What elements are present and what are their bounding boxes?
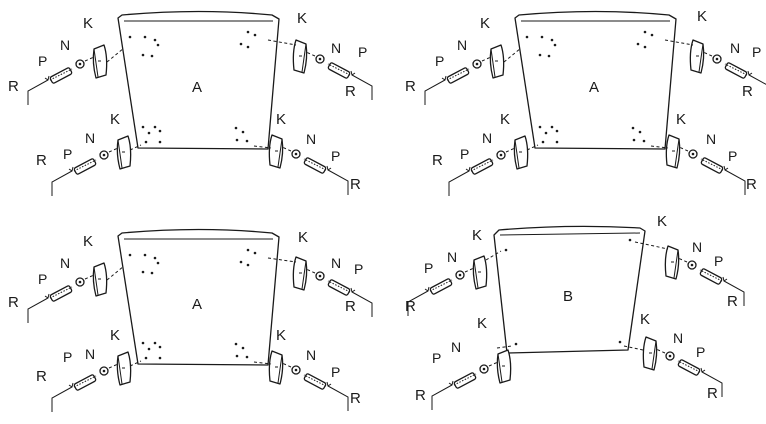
body-label: A	[589, 79, 599, 96]
label-r: R	[36, 368, 47, 385]
label-k: K	[83, 233, 93, 250]
label-k: K	[83, 15, 93, 32]
hardware-front-right: K N P R	[267, 229, 373, 318]
panel-top-right: A K N P R K N P R K N P R K	[405, 8, 766, 197]
hardware-rear-right: K N P R	[253, 111, 361, 196]
label-n: N	[692, 239, 702, 255]
label-p: P	[752, 44, 761, 60]
label-k: K	[480, 15, 490, 32]
label-p: P	[331, 148, 340, 164]
label-r: R	[405, 78, 416, 95]
label-r: R	[345, 83, 356, 100]
mounting-holes	[504, 238, 632, 346]
hardware-front-right: K N P R	[634, 213, 745, 310]
hardware-front-left: K N P R	[8, 15, 125, 106]
label-p: P	[63, 349, 72, 365]
label-n: N	[730, 40, 740, 56]
body-label: A	[192, 79, 202, 96]
label-p: P	[358, 44, 367, 60]
body-label: B	[563, 288, 573, 305]
label-n: N	[85, 130, 95, 146]
label-r: R	[746, 176, 757, 193]
hardware-front-left: K N P R	[8, 233, 125, 324]
label-k: K	[298, 229, 308, 246]
label-k: K	[477, 315, 487, 332]
label-p: P	[38, 53, 47, 69]
label-n: N	[706, 131, 716, 147]
label-r: R	[415, 387, 426, 404]
label-n: N	[85, 346, 95, 362]
panel-bottom-right: B K N P R K N P R K N P R K	[405, 213, 745, 411]
label-k: K	[110, 111, 120, 128]
label-r: R	[432, 152, 443, 169]
label-n: N	[482, 130, 492, 146]
label-p: P	[714, 253, 723, 269]
label-p: P	[354, 261, 363, 277]
label-p: P	[331, 364, 340, 380]
label-k: K	[472, 227, 482, 244]
label-r: R	[350, 390, 361, 407]
hardware-rear-right: K N P R	[650, 111, 757, 196]
label-r: R	[36, 152, 47, 169]
label-n: N	[447, 249, 457, 265]
label-k: K	[297, 10, 307, 27]
label-p: P	[424, 260, 433, 276]
label-r: R	[345, 298, 356, 315]
label-n: N	[331, 255, 341, 271]
label-n: N	[306, 131, 316, 147]
label-k: K	[697, 8, 707, 25]
label-r: R	[8, 78, 19, 95]
label-p: P	[460, 146, 469, 162]
label-p: P	[435, 53, 444, 69]
hardware-rear-right: K N P R	[623, 311, 723, 402]
hardware-rear-left: K N P R	[415, 315, 513, 411]
mounting-holes	[525, 30, 654, 144]
hardware-rear-right: K N P R	[253, 327, 361, 412]
label-p: P	[63, 146, 72, 162]
label-p: P	[38, 271, 47, 287]
label-r: R	[350, 176, 361, 193]
label-k: K	[276, 327, 286, 344]
label-k: K	[110, 327, 120, 344]
hardware-front-right: K N P R	[664, 8, 766, 101]
hardware-front-left: K N P R	[405, 15, 522, 106]
label-r: R	[707, 385, 718, 402]
body-label: A	[192, 296, 202, 313]
label-p: P	[696, 344, 705, 360]
label-r: R	[742, 83, 753, 100]
label-n: N	[457, 37, 467, 53]
panel-bottom-left: A K N P R K N P R K N P R K	[8, 228, 373, 413]
label-n: N	[60, 255, 70, 271]
label-n: N	[306, 347, 316, 363]
hardware-front-right: K N P R	[267, 10, 373, 101]
mounting-holes	[128, 248, 257, 360]
label-k: K	[500, 111, 510, 128]
label-n: N	[673, 330, 683, 346]
label-p: P	[728, 148, 737, 164]
label-n: N	[60, 37, 70, 53]
label-r: R	[8, 294, 19, 311]
label-n: N	[331, 40, 341, 56]
label-p: P	[432, 350, 441, 366]
label-r: R	[727, 293, 738, 310]
hardware-rear-left: K N P R	[36, 111, 142, 197]
hardware-rear-left: K N P R	[36, 327, 142, 413]
mounting-holes	[128, 30, 257, 144]
label-k: K	[640, 311, 650, 328]
hardware-rear-left: K N P R	[432, 111, 539, 197]
panel-top-left: A K N P R K N P R K N P R K	[8, 10, 373, 197]
label-n: N	[451, 339, 461, 355]
cabinet-body	[493, 225, 646, 354]
hardware-front-left: K N P R	[405, 227, 502, 317]
label-r: R	[405, 298, 416, 315]
label-k: K	[276, 111, 286, 128]
label-k: K	[657, 213, 667, 230]
label-k: K	[676, 111, 686, 128]
